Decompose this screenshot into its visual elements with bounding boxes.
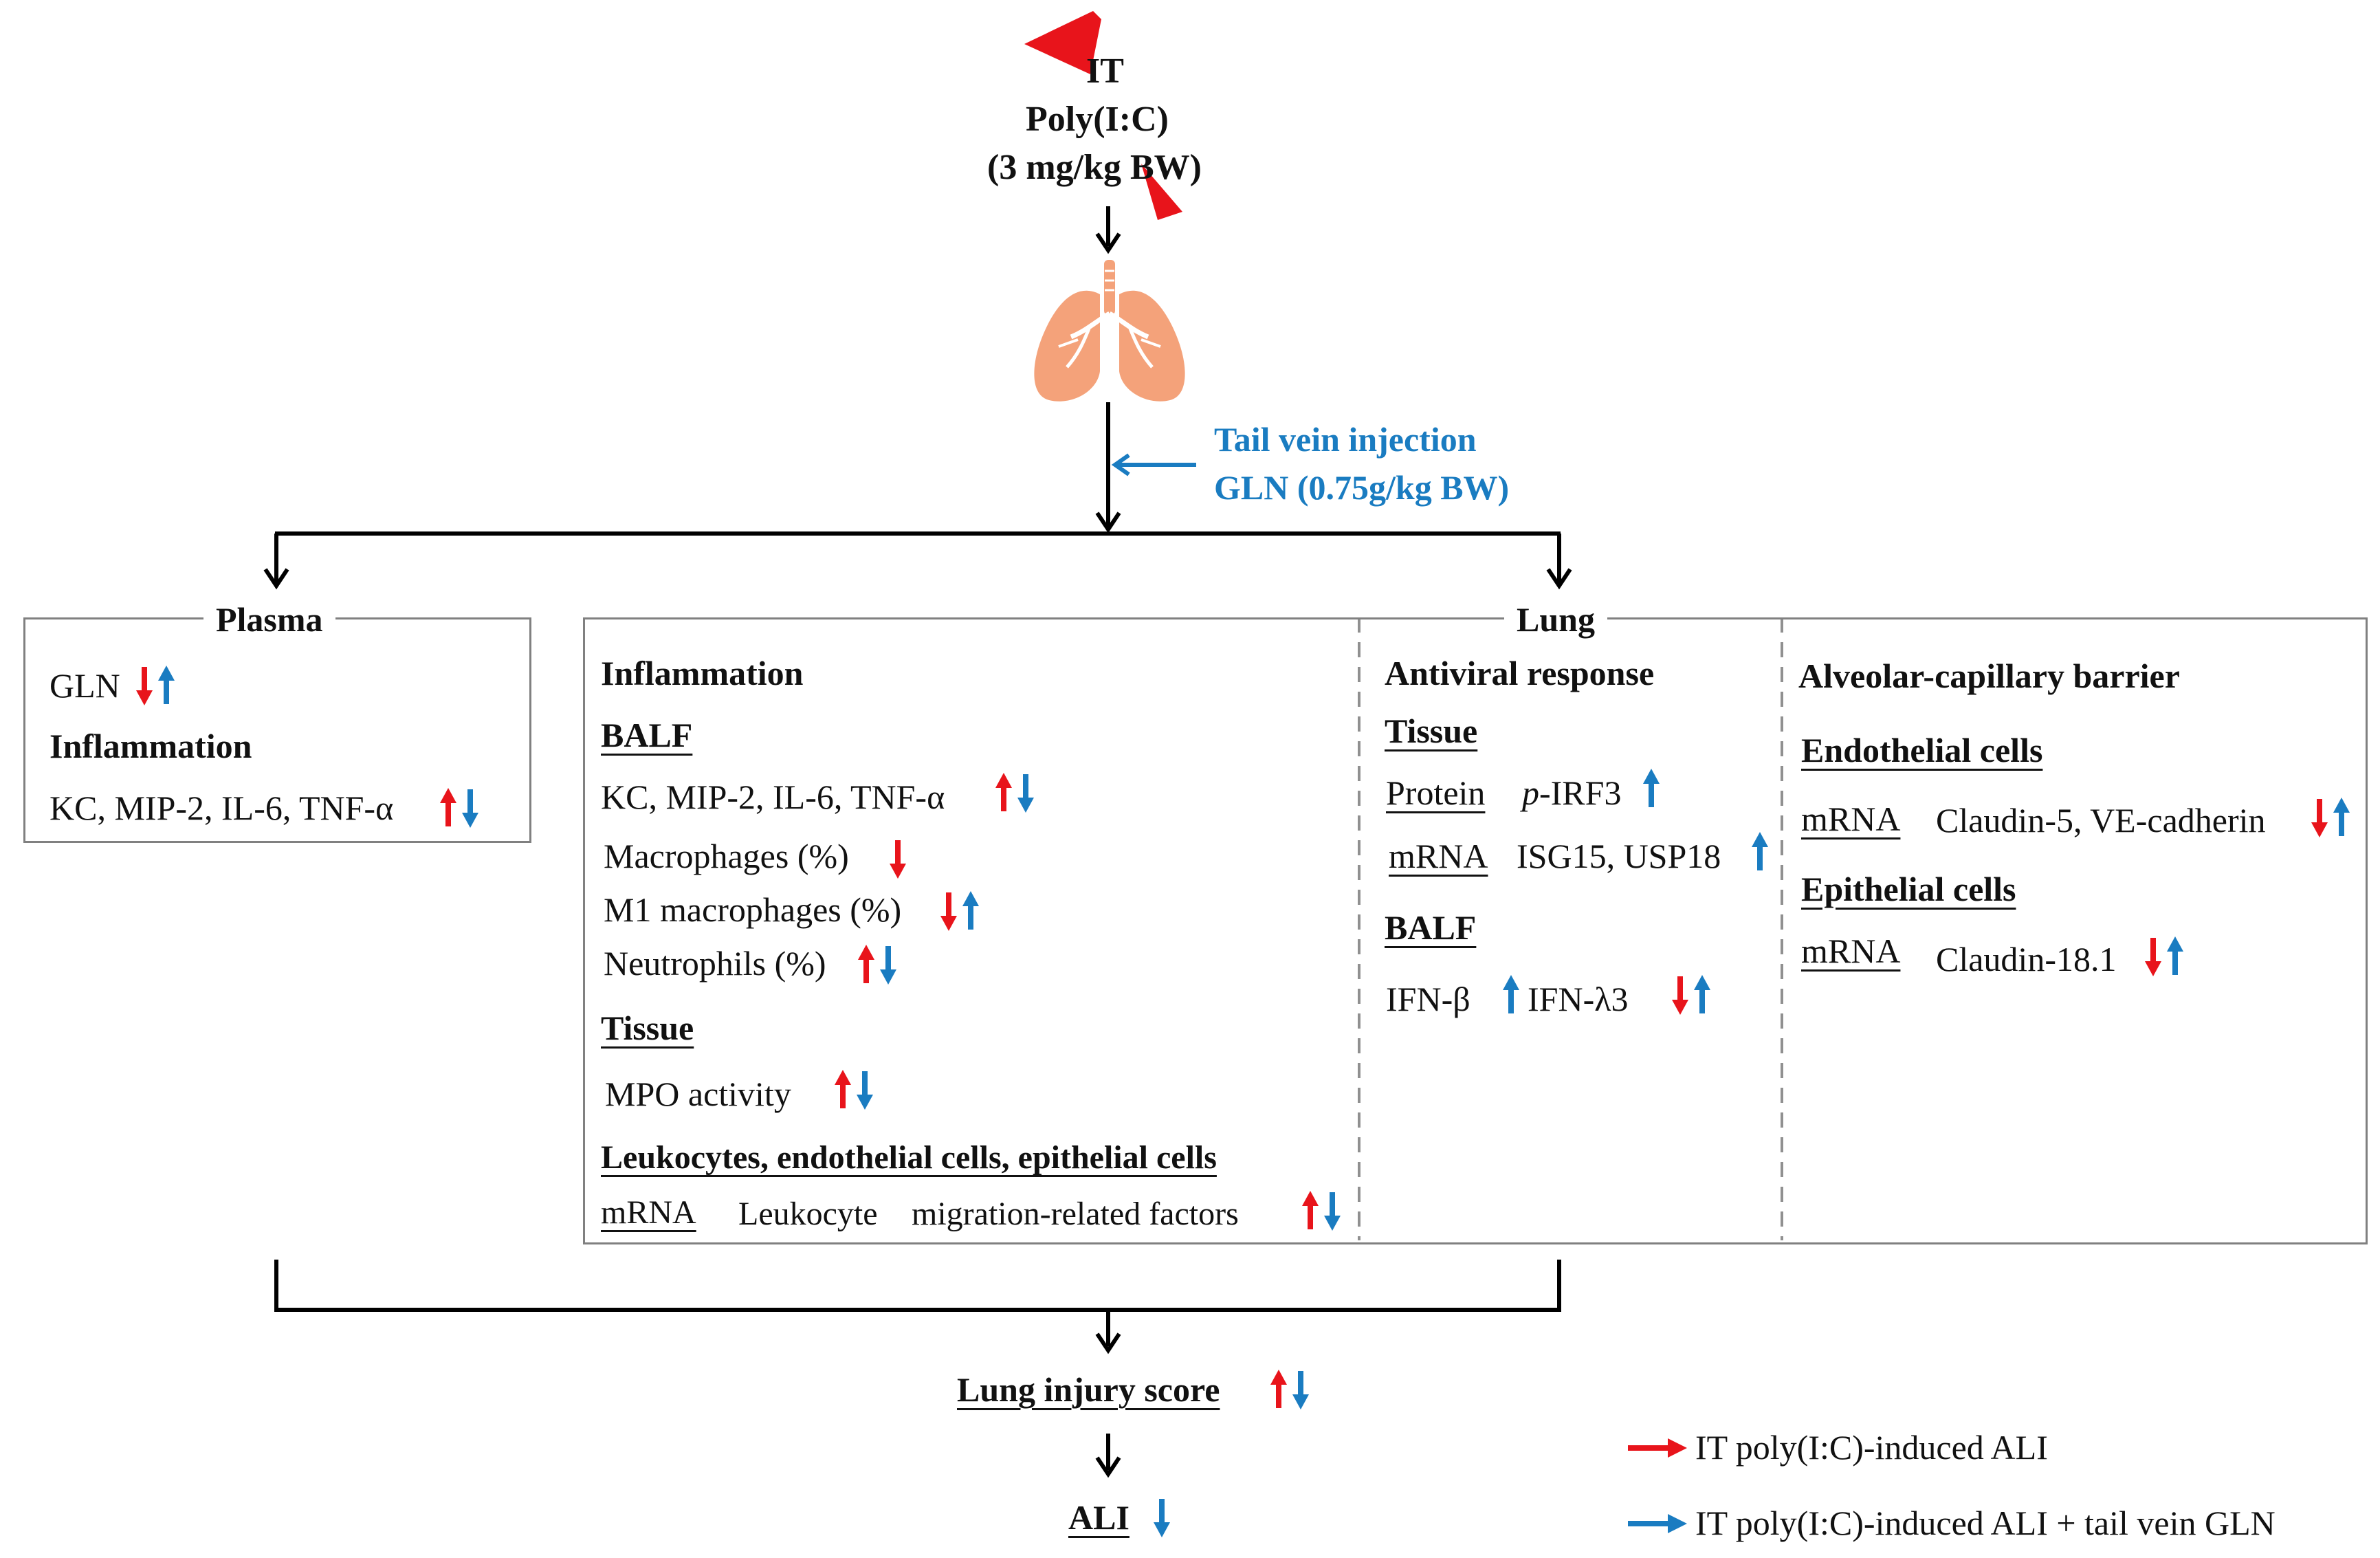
irf3-arrows [1643, 769, 1660, 807]
balf-macrophages: Macrophages (%) [604, 837, 849, 875]
epithelial-mrna-label: mRNA [1801, 932, 1901, 970]
legend-blue-arrow-icon [1628, 1514, 1687, 1533]
epithelial-heading: Epithelial cells [1801, 870, 2016, 908]
plasma-cytokine-arrows [440, 788, 478, 828]
plasma-inflammation: Inflammation [49, 727, 252, 765]
balf-cytokine-arrows [995, 773, 1034, 813]
ali-arrows [1154, 1499, 1170, 1537]
legend-blue-label: IT poly(I:C)-induced ALI + tail vein GLN [1695, 1504, 2276, 1542]
irf3-label: p-IRF3 [1522, 776, 1621, 810]
dose-label: (3 mg/kg BW) [987, 148, 1202, 187]
injection-dose: GLN (0.75g/kg BW) [1214, 468, 1510, 507]
ifnl-label: IFN-λ3 [1528, 980, 1629, 1018]
lung-injury-score: Lung injury score [957, 1370, 1220, 1409]
route-label: IT [1086, 52, 1124, 91]
lungs-icon [1034, 260, 1185, 402]
migration-factors-a: Leukocyte [738, 1196, 878, 1232]
isg-arrows [1752, 832, 1768, 870]
mpo-arrows [835, 1070, 873, 1110]
migration-mrna-label: mRNA [601, 1194, 696, 1231]
balf-m1-macrophages: M1 macrophages (%) [604, 890, 902, 929]
ifnb-arrows [1503, 975, 1519, 1013]
endothelial-heading: Endothelial cells [1801, 731, 2043, 769]
balf-neutrophil-arrows [858, 945, 896, 985]
lung-title: Lung [1504, 602, 1607, 637]
injection-route: Tail vein injection [1214, 420, 1477, 459]
epithelial-genes: Claudin-18.1 [1936, 940, 2117, 978]
lung-box [583, 617, 2368, 1244]
lung-tissue-heading: Tissue [601, 1009, 694, 1047]
protein-label: Protein [1386, 773, 1486, 812]
barrier-heading: Alveolar-capillary barrier [1798, 657, 2180, 695]
isg-genes: ISG15, USP18 [1517, 837, 1721, 875]
lung-balf-heading: BALF [601, 716, 693, 754]
agent-label: Poly(I:C) [1026, 100, 1169, 139]
endothelial-arrows [2311, 798, 2350, 837]
balf-neutrophils: Neutrophils (%) [604, 944, 826, 983]
plasma-gln-arrows [136, 666, 175, 705]
plasma-cytokines: KC, MIP-2, IL-6, TNF-α [49, 789, 394, 827]
epithelial-arrows [2145, 936, 2183, 976]
lung-injury-arrows [1270, 1370, 1309, 1409]
ali-outcome: ALI [1068, 1498, 1130, 1537]
lung-inflammation-heading: Inflammation [601, 654, 804, 692]
endothelial-genes: Claudin-5, VE-cadherin [1936, 801, 2266, 840]
antiviral-heading: Antiviral response [1385, 654, 1655, 692]
ifnl-arrows [1672, 975, 1710, 1015]
endothelial-mrna-label: mRNA [1801, 800, 1901, 838]
ifnb-label: IFN-β [1386, 980, 1470, 1018]
migration-arrows [1302, 1191, 1341, 1231]
migration-factors-b: migration-related factors [912, 1196, 1239, 1232]
plasma-gln: GLN [49, 666, 120, 705]
irf3-prefix: p [1522, 773, 1539, 812]
balf-cytokines: KC, MIP-2, IL-6, TNF-α [601, 778, 945, 816]
legend-red-label: IT poly(I:C)-induced ALI [1695, 1428, 2048, 1467]
plasma-title: Plasma [203, 602, 335, 637]
cell-types-heading: Leukocytes, endothelial cells, epithelia… [601, 1139, 1217, 1176]
antiviral-balf-heading: BALF [1385, 908, 1477, 947]
balf-m1-arrows [940, 891, 979, 931]
mpo-activity: MPO activity [605, 1075, 791, 1113]
legend-red-arrow-icon [1628, 1438, 1687, 1458]
antiviral-mrna-label: mRNA [1389, 837, 1488, 875]
needle-icon [1024, 11, 1182, 220]
irf3-name: -IRF3 [1539, 773, 1622, 812]
balf-macrophage-arrows [890, 840, 906, 879]
antiviral-tissue-heading: Tissue [1385, 712, 1478, 750]
